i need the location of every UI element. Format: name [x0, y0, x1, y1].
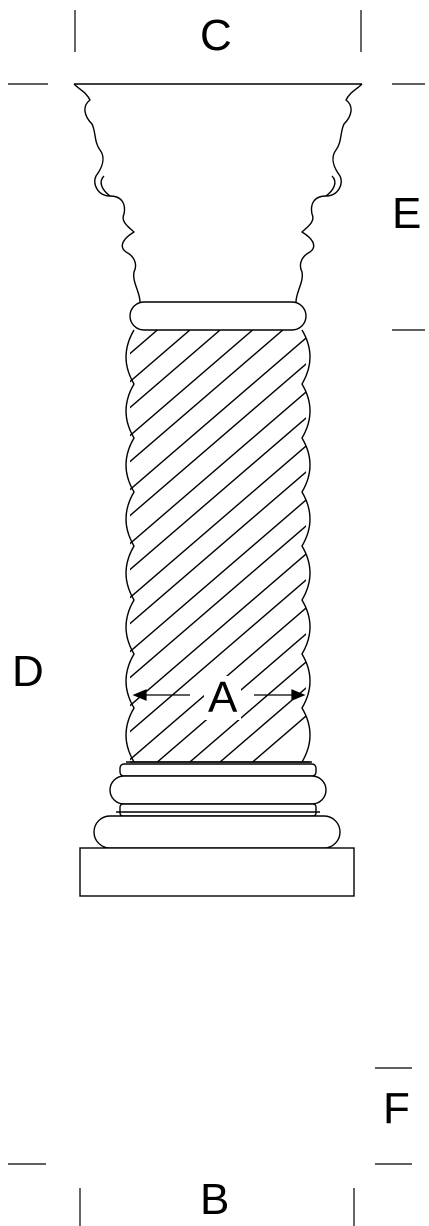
twist-line — [130, 330, 284, 463]
twist-line — [130, 417, 306, 571]
twist-line — [130, 337, 306, 491]
dimension-b — [8, 1163, 412, 1226]
twist-line — [130, 445, 306, 599]
twist-line — [126, 145, 310, 303]
twist-line — [130, 391, 306, 545]
twist-line — [130, 553, 306, 707]
twist-line — [188, 661, 306, 762]
twist-line — [130, 330, 191, 383]
twist-line — [130, 363, 306, 517]
column-base — [79, 761, 355, 897]
dimension-c — [74, 10, 362, 52]
twist-line — [130, 330, 254, 437]
twist-line — [130, 471, 306, 625]
label-a: A — [204, 676, 242, 720]
twist-line — [130, 499, 306, 653]
twist-line — [130, 330, 222, 409]
twist-lines — [126, 91, 310, 762]
dimension-e — [8, 83, 425, 331]
shaft-right-outline — [301, 329, 311, 763]
label-f: F — [383, 1084, 410, 1133]
shaft-left-outline — [125, 329, 135, 763]
twist-line — [251, 715, 306, 762]
plinth — [79, 847, 355, 897]
twist-line — [130, 330, 159, 355]
twist-line — [130, 579, 306, 733]
twist-line — [219, 687, 306, 762]
capital — [73, 83, 363, 303]
label-c: C — [200, 11, 232, 60]
twist-line — [126, 91, 310, 249]
label-e: E — [392, 189, 422, 238]
twisted-shaft — [125, 91, 311, 763]
label-b: B — [200, 1175, 230, 1224]
twist-line — [126, 119, 310, 277]
twist-line — [130, 525, 306, 679]
dimension-a — [132, 689, 306, 701]
neck-ring — [129, 301, 307, 331]
label-d: D — [12, 647, 44, 696]
